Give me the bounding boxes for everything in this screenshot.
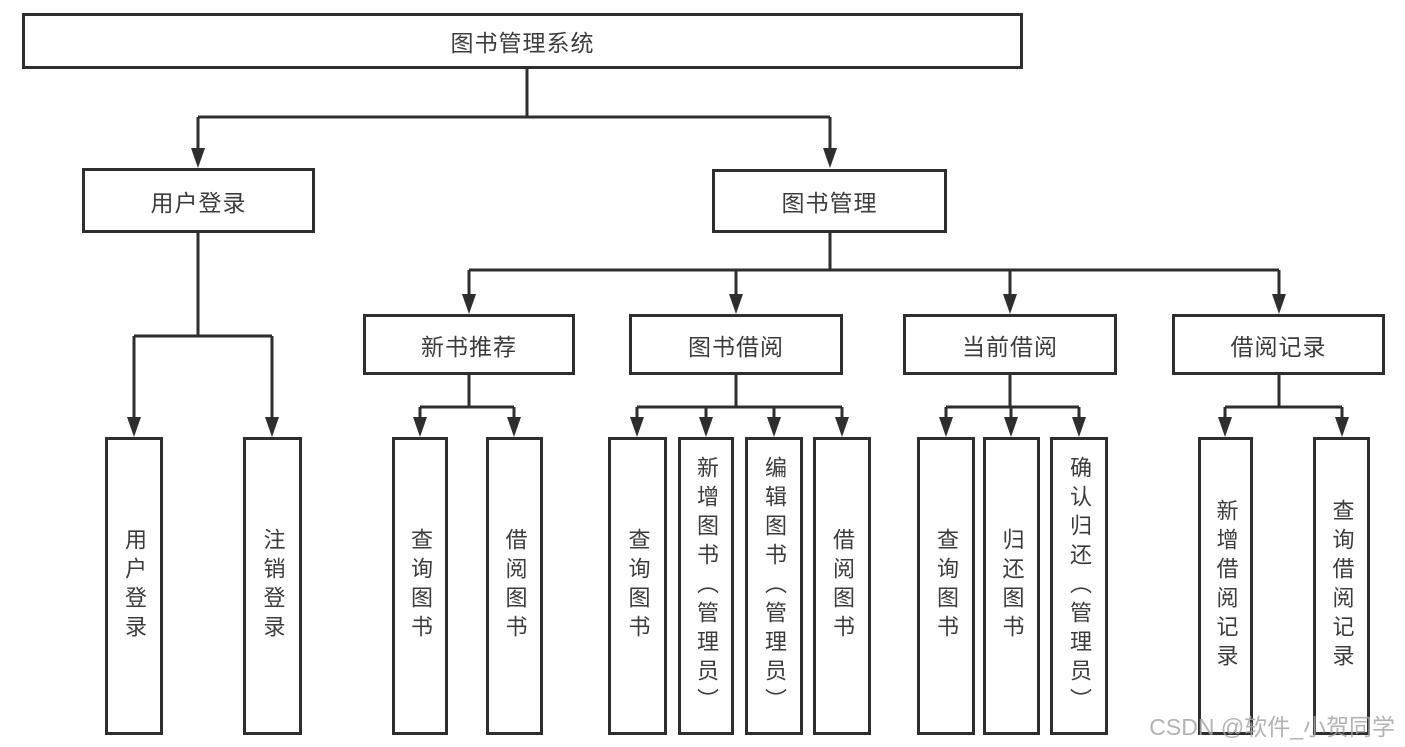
csdn-watermark: CSDN @软件_小贺同学 [1149, 714, 1395, 740]
node-user-login-branch: 用户登录 [82, 168, 315, 233]
leaf-borrow-books-recommend: 借阅图书 [486, 437, 543, 735]
leaf-add-books-admin: 新增图书（管理员） [678, 437, 734, 735]
leaf-query-books-recommend: 查询图书 [392, 437, 448, 735]
leaf-return-books: 归还图书 [983, 437, 1040, 735]
node-borrowing-records: 借阅记录 [1172, 314, 1385, 375]
node-current-borrowing: 当前借阅 [903, 314, 1117, 375]
leaf-confirm-return-admin: 确认归还（管理员） [1050, 437, 1108, 735]
leaf-borrow-books: 借阅图书 [813, 437, 871, 735]
leaf-edit-books-admin: 编辑图书（管理员） [745, 437, 803, 735]
leaf-query-books-current: 查询图书 [917, 437, 975, 735]
node-new-book-recommend: 新书推荐 [363, 314, 575, 375]
node-book-borrowing: 图书借阅 [629, 314, 843, 375]
leaf-query-borrow-record: 查询借阅记录 [1313, 437, 1370, 735]
leaf-query-books-borrowing: 查询图书 [608, 437, 667, 735]
node-book-management-branch: 图书管理 [712, 169, 947, 233]
leaf-logout: 注销登录 [243, 437, 302, 735]
node-library-management-system: 图书管理系统 [22, 13, 1023, 69]
leaf-user-login: 用户登录 [105, 437, 163, 735]
leaf-add-borrow-record: 新增借阅记录 [1198, 437, 1253, 735]
